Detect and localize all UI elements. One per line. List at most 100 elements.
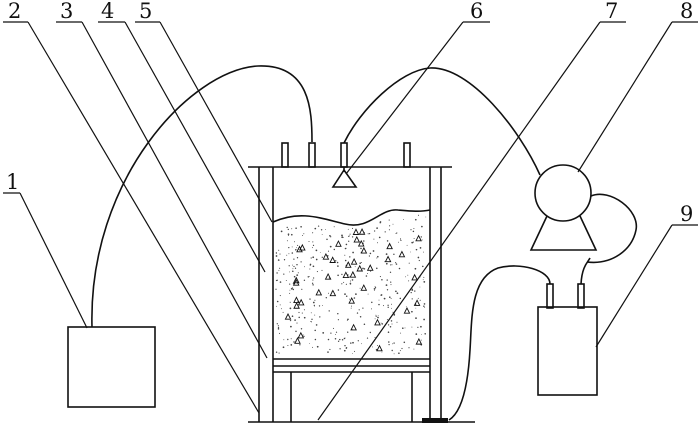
sample-grain [417,326,419,329]
sample-grain [344,344,346,347]
sample-surface [272,209,431,226]
sample-grain [286,226,288,229]
sample-grain [414,218,417,221]
sample-grain [424,333,426,335]
sample-grain [392,311,394,313]
sample-grain [423,276,425,278]
sample-grain [337,274,339,277]
sample-grain [378,299,380,301]
sample-particle [294,337,301,344]
leader-line-4 [124,21,266,273]
sample-grain [393,342,395,344]
sample-particle [335,240,342,247]
reservoir-to-pump-pipe [580,257,591,285]
sample-grain [287,233,290,236]
sample-grain [276,305,278,307]
sample-grain [290,344,293,346]
sample-grain [369,252,372,255]
sample-grain [422,279,424,281]
sample-particle [292,276,300,284]
leader-line-3 [81,21,268,359]
sample-grain [341,339,344,341]
sample-grain [368,255,371,257]
sample-grain [293,265,295,268]
label-8: 8 [680,0,693,23]
spray-nozzle [331,168,358,188]
sample-grain [341,283,343,285]
sample-grain [408,262,410,264]
sample-grain [291,228,293,230]
sample-particle [329,256,336,263]
sample-grain [422,265,424,268]
sample-grain [351,279,354,281]
sample-grain [325,229,327,230]
port-2 [308,142,316,168]
sample-grain [310,257,312,259]
sample-grain [420,236,422,238]
drain-pipe [448,265,551,421]
sample-particle [284,312,292,320]
sample-grain [425,216,427,218]
sample-particle [296,245,303,253]
sample-grain [403,341,406,344]
sample-grain [410,291,412,294]
sample-grain [276,272,278,274]
sample-grain [314,338,317,341]
sample-grain [309,343,310,344]
sample-grain [276,300,279,303]
sample-grain [280,230,283,233]
sample-grain [379,276,381,278]
sample-grain [289,301,291,303]
sample-grain [295,227,297,229]
sample-grain [312,301,315,304]
sample-grain [291,246,293,248]
sample-grain [378,236,381,239]
sample-grain [406,244,408,246]
sample-grain [413,238,415,239]
sample-grain [369,331,371,334]
sample-grain [317,225,320,227]
label-2: 2 [8,0,21,23]
sample-grain [289,289,291,291]
sample-grain [401,347,403,350]
sample-grain [339,348,341,350]
sample-grain [379,222,381,224]
sample-grain [296,274,299,276]
sample-grain [388,341,390,343]
sample-grain [289,292,291,294]
sample-grain [386,318,388,321]
sample-grain [398,352,400,355]
sample-grain [294,267,297,269]
sample-grain [311,282,314,284]
sample-grain [347,318,349,321]
sample-grain [360,262,362,263]
sample-grain [285,280,287,281]
reservoir-box [537,306,598,396]
sample-grain [315,249,318,252]
sample-grain [417,214,420,216]
sample-grain [353,297,356,299]
sample-particle [350,323,357,331]
sample-grain [373,238,375,240]
sample-grain [280,308,282,310]
leader-lines [3,21,698,421]
sample-grain [414,267,417,270]
sample-grain [335,260,337,262]
sample-grain [398,241,399,243]
sample-particle [297,298,305,306]
sample-grain [347,228,349,230]
sample-grain [330,236,332,238]
sample-grain [366,337,369,339]
sample-grain [339,338,341,341]
sample-particle [360,246,368,254]
sample-grain [421,225,423,228]
sample-particle [413,299,421,306]
sample-grain [411,289,414,291]
sample-grain [376,257,378,259]
sample-grain [327,351,329,353]
label-7: 7 [605,0,618,23]
sample-grain [373,288,376,290]
controller-cable [91,65,313,328]
sample-grain [312,241,314,243]
